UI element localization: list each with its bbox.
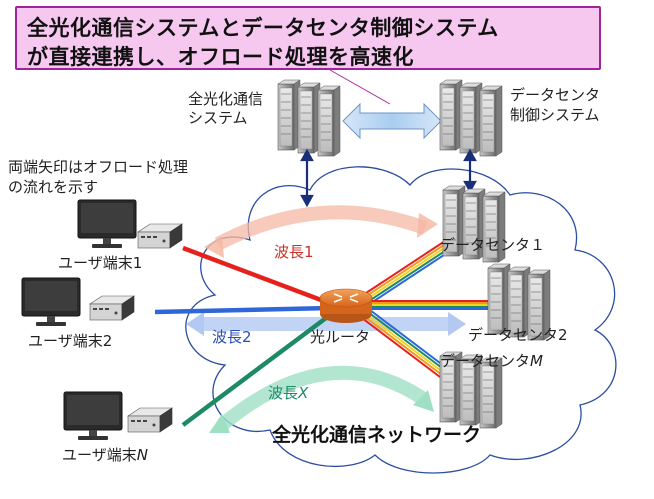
wave2-flow-arrow — [186, 312, 466, 336]
wave1-label: 波長1 — [274, 243, 314, 261]
dc-control-label-line1: データセンタ — [510, 86, 601, 104]
dc-control-server-icon — [440, 80, 502, 156]
control-link-arrows — [300, 148, 477, 208]
user-terminal-1-monitor-icon — [77, 199, 137, 249]
optical-system-server-icon — [278, 80, 340, 156]
summary-callout: 全光化通信システムとデータセンタ制御システム が直接連携し、オフロード処理を高速… — [15, 6, 601, 70]
user-terminal-1-pc-icon — [137, 223, 183, 249]
waveX-flow-arrow — [209, 365, 434, 433]
optical-system-label-line1: 全光化通信 — [188, 90, 264, 108]
note-line-2: の流れを示す — [8, 178, 99, 196]
waveX-label: 波長X — [268, 384, 309, 402]
fiber-wave1 — [182, 245, 338, 309]
callout-line-2: が直接連携し、オフロード処理を高速化 — [27, 45, 414, 69]
wave1-flow-arrow — [204, 205, 438, 258]
user-terminal-n-monitor-icon — [63, 391, 123, 441]
user-terminal-2-label: ユーザ端末2 — [28, 332, 113, 350]
user-terminal-n-label: ユーザ端末N — [62, 446, 148, 464]
dc-control-label-line2: 制御システム — [510, 106, 600, 124]
router-label: 光ルータ — [310, 328, 371, 346]
fiber-wave2 — [154, 305, 331, 315]
network-label: 全光化通信ネットワーク — [272, 424, 482, 446]
system-link-double-arrow — [342, 102, 442, 140]
multi-wavelength-fibers — [357, 240, 488, 378]
callout-pointer — [329, 69, 391, 105]
user-terminal-2-monitor-icon — [21, 277, 81, 327]
note-line-1: 両端矢印はオフロード処理 — [8, 158, 189, 176]
callout-line-1: 全光化通信システムとデータセンタ制御システム — [27, 16, 499, 40]
wave2-label: 波長2 — [212, 328, 252, 346]
user-terminal-n-pc-icon — [127, 407, 173, 433]
optical-system-label-line2: システム — [188, 109, 248, 127]
user-terminal-2-pc-icon — [89, 295, 135, 321]
datacenter-m-label: データセンタM — [440, 352, 543, 370]
datacenter-1-label: データセンタ１ — [440, 236, 546, 254]
fiber-waveX — [181, 313, 332, 427]
router-icon — [319, 288, 373, 323]
user-terminal-1-label: ユーザ端末1 — [58, 254, 143, 272]
datacenter-2-label: データセンタ2 — [468, 326, 568, 344]
